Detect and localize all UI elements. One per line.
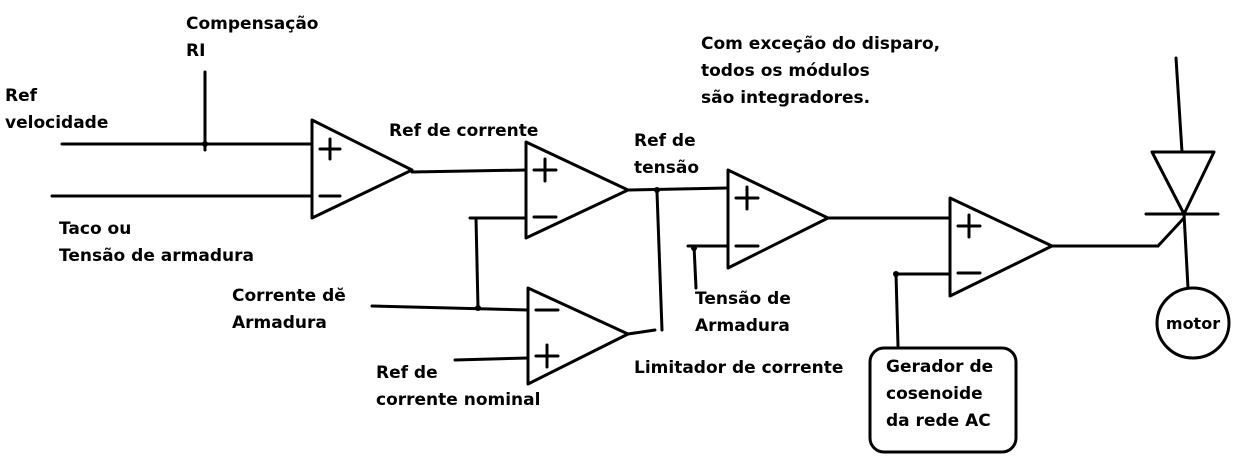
- label-ref-velocidade: Ref velocidade: [5, 86, 109, 133]
- label-ref-corrente: Ref de corrente: [389, 121, 539, 141]
- label-compensacao: Compensação RI: [186, 14, 319, 61]
- label-tensao-armadura: Tensão de Armadura: [695, 289, 791, 336]
- speed-amplifier: [310, 118, 414, 220]
- label-taco: Taco ou Tensão de armadura: [59, 219, 254, 266]
- gerador-box: [868, 346, 1018, 454]
- current-amplifier: [524, 140, 630, 240]
- voltage-amplifier: [726, 168, 830, 270]
- junctions: [202, 141, 899, 311]
- limiter-amplifier: [526, 286, 630, 386]
- wires: [50, 56, 1190, 362]
- label-ref-tensao: Ref de tensão: [634, 131, 700, 178]
- label-limitador: Limitador de corrente: [634, 358, 844, 378]
- label-gerador: Gerador de cosenoide da rede AC: [886, 357, 994, 431]
- label-ref-corrente-nominal: Ref de corrente nominal: [376, 363, 541, 410]
- firing-amplifier: [948, 196, 1054, 298]
- label-note: Com exceção do disparo, todos os módulos…: [701, 34, 941, 108]
- motor-label: motor: [1166, 314, 1220, 333]
- label-corrente-armadura: Corrente dĕ Armadura: [232, 286, 346, 333]
- thyristor-icon: [1144, 150, 1220, 216]
- motor-circle: [1155, 286, 1231, 360]
